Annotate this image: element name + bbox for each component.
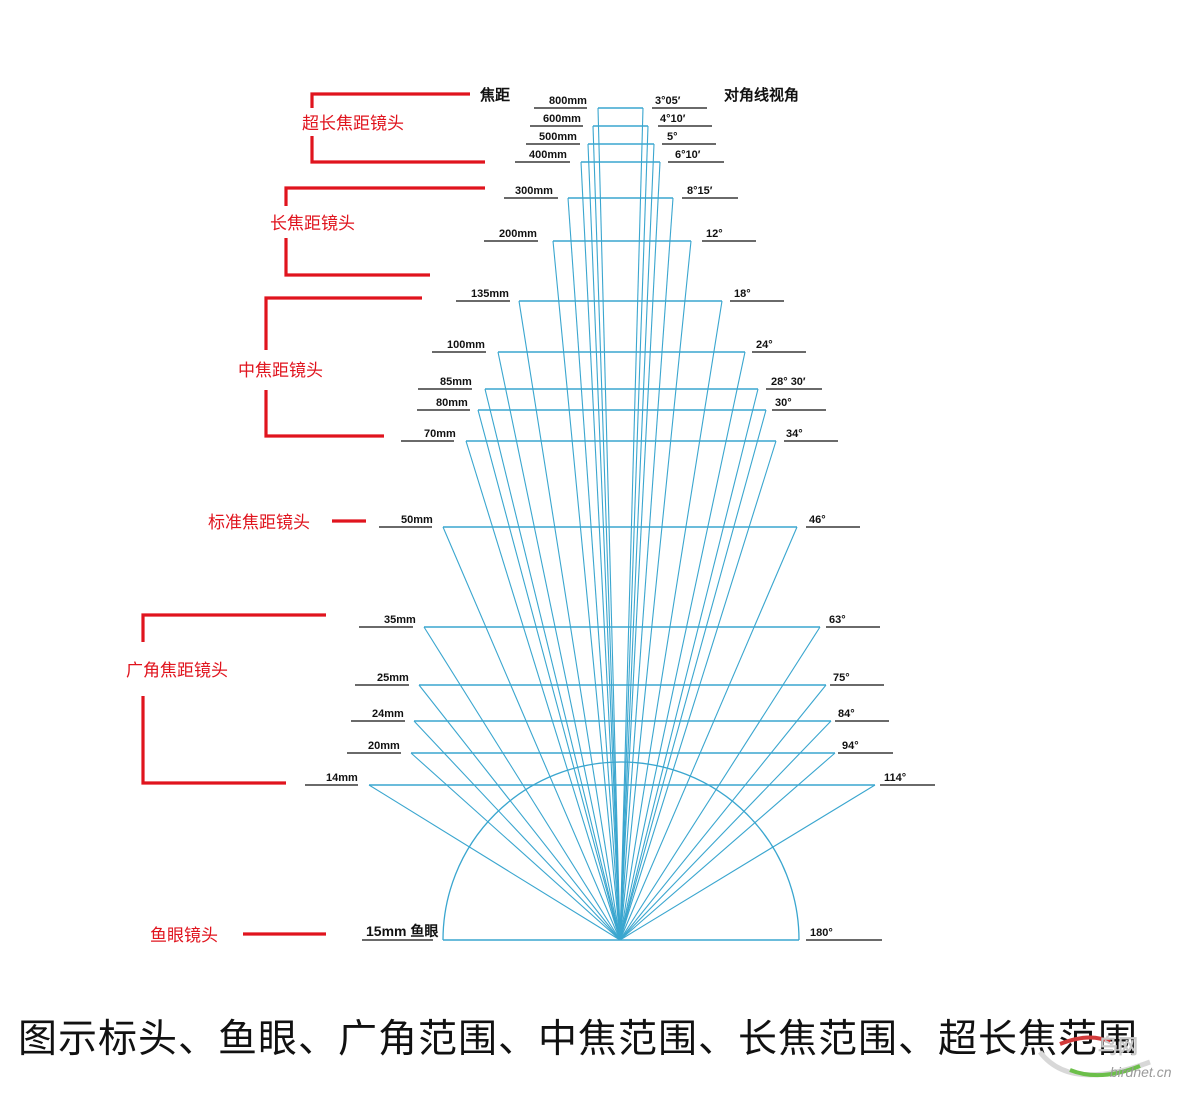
- ray-right-20mm: [619, 752, 836, 941]
- watermark-cn: 鸟网: [1098, 1034, 1138, 1058]
- ray-right-70mm: [619, 440, 777, 941]
- focal-label-14mm: 14mm: [326, 772, 358, 784]
- angle-label-800mm: 3°05′: [655, 95, 681, 107]
- focal-label-35mm: 35mm: [384, 614, 416, 626]
- ray-left-24mm: [413, 720, 621, 941]
- angle-label-135mm: 18°: [734, 288, 751, 300]
- focal-label-80mm: 80mm: [436, 397, 468, 409]
- ray-left-800mm: [597, 107, 621, 941]
- fisheye-arc: [442, 761, 800, 941]
- angle-label-85mm: 28° 30′: [771, 376, 806, 388]
- category-bracket-top-1: [284, 186, 485, 206]
- ray-left-100mm: [497, 351, 621, 941]
- focal-label-300mm: 300mm: [515, 185, 553, 197]
- ray-right-800mm: [619, 107, 644, 941]
- angle-label-500mm: 5°: [667, 131, 678, 143]
- focal-label-135mm: 135mm: [471, 288, 509, 300]
- ray-left-600mm: [592, 125, 621, 941]
- birdnet-logo-icon: [1038, 1035, 1151, 1078]
- focal-label-20mm: 20mm: [368, 740, 400, 752]
- focal-label-85mm: 85mm: [440, 376, 472, 388]
- focal-label-200mm: 200mm: [499, 228, 537, 240]
- ray-right-24mm: [619, 720, 832, 941]
- focal-label-50mm: 50mm: [401, 514, 433, 526]
- ray-left-20mm: [410, 752, 621, 941]
- focal-label-100mm: 100mm: [447, 339, 485, 351]
- ray-left-35mm: [423, 626, 621, 941]
- caption: 图示标头、鱼眼、广角范围、中焦范围、长焦范围、超长焦范围: [18, 1017, 1139, 1062]
- ray-left-70mm: [465, 440, 621, 941]
- angle-label-100mm: 24°: [756, 339, 773, 351]
- ray-left-400mm: [580, 161, 621, 941]
- ray-right-100mm: [619, 351, 746, 941]
- category-bracket-bottom-1: [284, 238, 430, 277]
- focal-label-500mm: 500mm: [539, 131, 577, 143]
- ray-left-500mm: [587, 143, 621, 941]
- ray-right-135mm: [619, 300, 723, 941]
- focal-label-70mm: 70mm: [424, 428, 456, 440]
- category-label-0: 超长焦距镜头: [302, 114, 404, 134]
- angle-label-70mm: 34°: [786, 428, 803, 440]
- tick-layer: [305, 107, 935, 941]
- ray-right-80mm: [619, 409, 767, 941]
- angle-label-400mm: 6°10′: [675, 149, 701, 161]
- ray-right-25mm: [619, 684, 827, 941]
- ray-left-200mm: [552, 240, 621, 941]
- category-bracket-top-4: [141, 613, 326, 642]
- category-label-1: 长焦距镜头: [270, 214, 355, 234]
- ray-left-85mm: [484, 388, 621, 941]
- category-label-2: 中焦距镜头: [238, 361, 323, 381]
- angle-label-80mm: 30°: [775, 397, 792, 409]
- category-bracket-bottom-0: [310, 136, 485, 164]
- ray-right-300mm: [619, 197, 674, 941]
- angle-label-14mm: 114°: [884, 772, 906, 784]
- ray-right-600mm: [619, 125, 649, 941]
- focal-label-15mm: 15mm 鱼眼: [366, 923, 438, 939]
- focal-label-400mm: 400mm: [529, 149, 567, 161]
- label-layer: 800mm 3°05′ 600mm 4°10′ 500mm 5° 400mm 6°10′ 300…: [326, 95, 906, 939]
- ray-right-14mm: [619, 784, 876, 941]
- fan-lines-layer: [368, 107, 876, 941]
- ray-left-80mm: [477, 409, 621, 941]
- angle-label-20mm: 94°: [842, 740, 859, 752]
- category-label-4: 广角焦距镜头: [126, 661, 228, 681]
- focal-label-600mm: 600mm: [543, 113, 581, 125]
- focal-label-800mm: 800mm: [549, 95, 587, 107]
- ray-right-500mm: [619, 143, 655, 941]
- category-label-3: 标准焦距镜头: [208, 513, 310, 533]
- focal-label-25mm: 25mm: [377, 672, 409, 684]
- ray-left-135mm: [518, 300, 621, 941]
- category-bracket-top-0: [310, 92, 470, 108]
- angle-label-200mm: 12°: [706, 228, 723, 240]
- category-bracket-top-2: [264, 296, 422, 350]
- angle-label-600mm: 4°10′: [660, 113, 686, 125]
- angle-label-35mm: 63°: [829, 614, 846, 626]
- ray-right-200mm: [619, 240, 692, 941]
- angle-label-50mm: 46°: [809, 514, 826, 526]
- category-label-5: 鱼眼镜头: [150, 926, 218, 946]
- ray-left-300mm: [567, 197, 621, 941]
- angle-label-300mm: 8°15′: [687, 185, 713, 197]
- category-bracket-bottom-4: [141, 696, 286, 785]
- angle-heading: 对角线视角: [724, 86, 799, 104]
- focal-label-24mm: 24mm: [372, 708, 404, 720]
- ray-left-14mm: [368, 784, 621, 941]
- watermark-en: birdnet.cn: [1110, 1064, 1172, 1080]
- ray-right-35mm: [619, 626, 821, 941]
- category-bracket-bottom-2: [264, 390, 384, 438]
- angle-label-15mm: 180°: [810, 927, 833, 939]
- focal-heading: 焦距: [479, 86, 510, 104]
- ray-right-50mm: [619, 526, 798, 941]
- ray-right-400mm: [619, 161, 661, 941]
- ray-left-25mm: [418, 684, 621, 941]
- angle-label-25mm: 75°: [833, 672, 850, 684]
- ray-right-85mm: [619, 388, 759, 941]
- angle-label-24mm: 84°: [838, 708, 855, 720]
- ray-left-50mm: [442, 526, 621, 941]
